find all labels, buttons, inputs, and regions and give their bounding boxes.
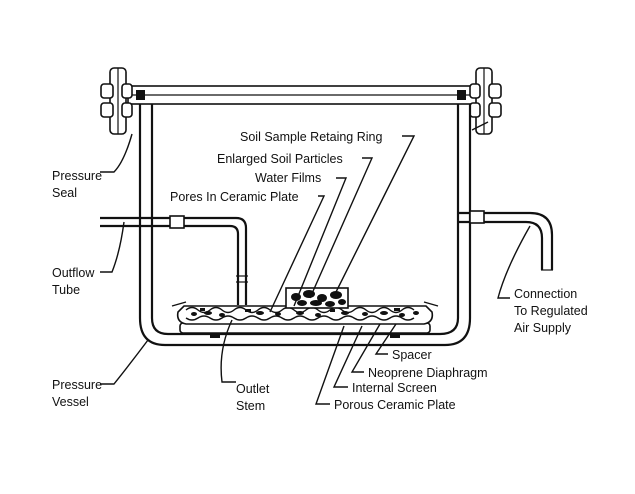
labels: Pressure Seal Outflow Tube Pressure Vess… [52,130,588,413]
air-supply-tube [458,210,554,271]
label-soil-particles: Enlarged Soil Particles [217,152,343,166]
label-outflow-tube-2: Tube [52,283,80,297]
label-water-films: Water Films [255,171,321,185]
label-retaining-ring: Soil Sample Retaing Ring [240,130,382,144]
label-outlet-stem-2: Stem [236,399,265,413]
left-bolt [100,67,133,135]
label-connection-3: Air Supply [514,321,572,335]
label-pressure-seal-2: Seal [52,186,77,200]
right-seal-block [457,90,466,100]
leader-lines [100,121,531,405]
label-connection-2: To Regulated [514,304,588,318]
label-outflow-tube-1: Outflow [52,266,95,280]
label-spacer: Spacer [392,348,432,362]
outflow-tube [100,215,248,305]
label-pressure-vessel-2: Vessel [52,395,89,409]
label-pressure-vessel-1: Pressure [52,378,102,392]
label-pores: Pores In Ceramic Plate [170,190,299,204]
left-seal-block [136,90,145,100]
ceramic-plate-assembly [171,287,439,338]
soil-sample-ring [285,287,349,309]
label-internal-screen: Internal Screen [352,381,437,395]
soil-particles-pattern [185,306,419,321]
label-connection-1: Connection [514,287,577,301]
label-pressure-seal-1: Pressure [52,169,102,183]
label-outlet-stem-1: Outlet [236,382,270,396]
pressure-vessel [138,104,472,347]
right-bolt [469,67,502,135]
label-porous-plate: Porous Ceramic Plate [334,398,456,412]
lid-assembly [100,67,502,135]
label-neoprene: Neoprene Diaphragm [368,366,488,380]
